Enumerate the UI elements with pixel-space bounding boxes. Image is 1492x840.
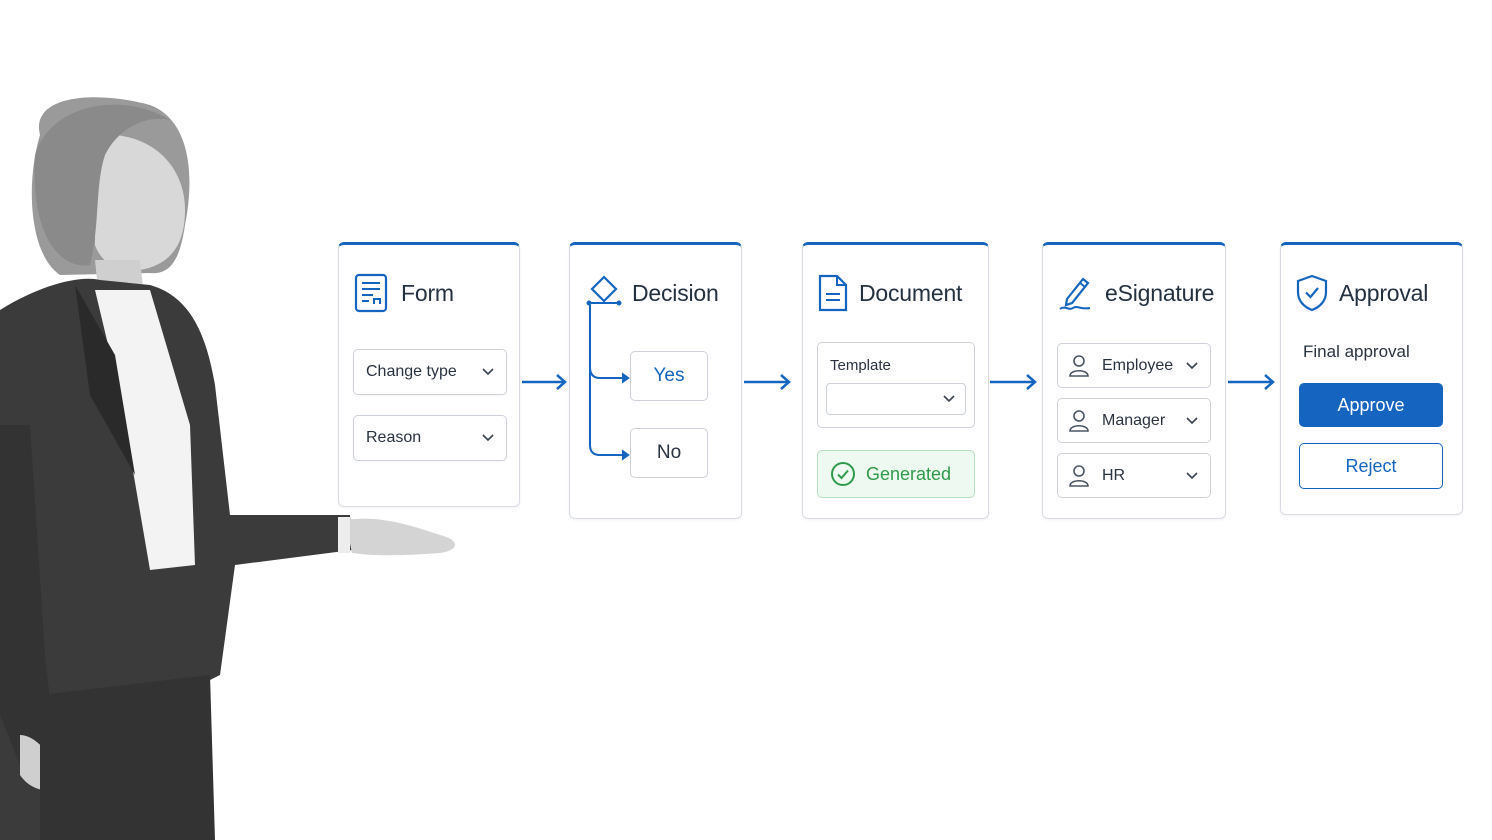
flow-arrow: [1228, 374, 1275, 390]
check-circle-icon: [831, 462, 855, 486]
user-icon: [1069, 354, 1089, 377]
decision-step-card: Decision Yes No: [569, 242, 742, 519]
generated-status: Generated: [817, 450, 975, 498]
change-type-label: Change type: [366, 363, 457, 380]
approval-step-card: Approval Final approval Approve Reject: [1280, 242, 1463, 515]
user-icon: [1069, 464, 1089, 487]
chevron-down-icon: [482, 368, 494, 376]
signer-manager[interactable]: Manager: [1057, 398, 1211, 443]
form-step-card: Form Change type Reason: [338, 242, 520, 507]
signer-employee[interactable]: Employee: [1057, 343, 1211, 388]
branch-connector: [589, 305, 630, 461]
document-icon: [818, 274, 848, 312]
signer-hr[interactable]: HR: [1057, 453, 1211, 498]
chevron-down-icon: [943, 395, 955, 403]
template-label: Template: [830, 357, 891, 374]
esignature-title: eSignature: [1105, 279, 1215, 306]
template-select[interactable]: [826, 383, 966, 415]
decision-icon: [586, 275, 622, 306]
shield-check-icon: [1296, 274, 1328, 312]
no-option[interactable]: No: [630, 428, 708, 478]
reason-label: Reason: [366, 429, 422, 446]
flow-arrow: [522, 374, 567, 390]
approval-title: Approval: [1339, 279, 1429, 306]
flow-arrow: [990, 374, 1037, 390]
generated-label: Generated: [866, 463, 952, 484]
chevron-down-icon: [482, 434, 494, 442]
presenter-figure: [0, 97, 455, 840]
esignature-step-card: eSignature Employee Manager HR: [1042, 242, 1226, 519]
template-panel: Template: [817, 342, 975, 428]
reject-button[interactable]: Reject: [1299, 443, 1443, 489]
approve-button[interactable]: Approve: [1299, 383, 1443, 427]
reason-select[interactable]: Reason: [353, 415, 507, 461]
chevron-down-icon: [1186, 416, 1198, 424]
chevron-down-icon: [1186, 471, 1198, 479]
signer-hr-label: HR: [1102, 466, 1126, 484]
signature-pen-icon: [1059, 277, 1091, 310]
chevron-down-icon: [1186, 361, 1198, 369]
final-approval-text: Final approval: [1303, 342, 1410, 361]
form-title: Form: [401, 279, 454, 306]
signer-employee-label: Employee: [1102, 356, 1174, 374]
form-icon: [354, 273, 388, 313]
user-icon: [1069, 409, 1089, 432]
yes-option[interactable]: Yes: [630, 351, 708, 401]
document-title: Document: [859, 279, 963, 306]
decision-title: Decision: [632, 279, 719, 306]
document-step-card: Document Template Generated: [802, 242, 989, 519]
flow-arrow: [744, 374, 791, 390]
signer-manager-label: Manager: [1102, 411, 1166, 429]
change-type-select[interactable]: Change type: [353, 349, 507, 395]
